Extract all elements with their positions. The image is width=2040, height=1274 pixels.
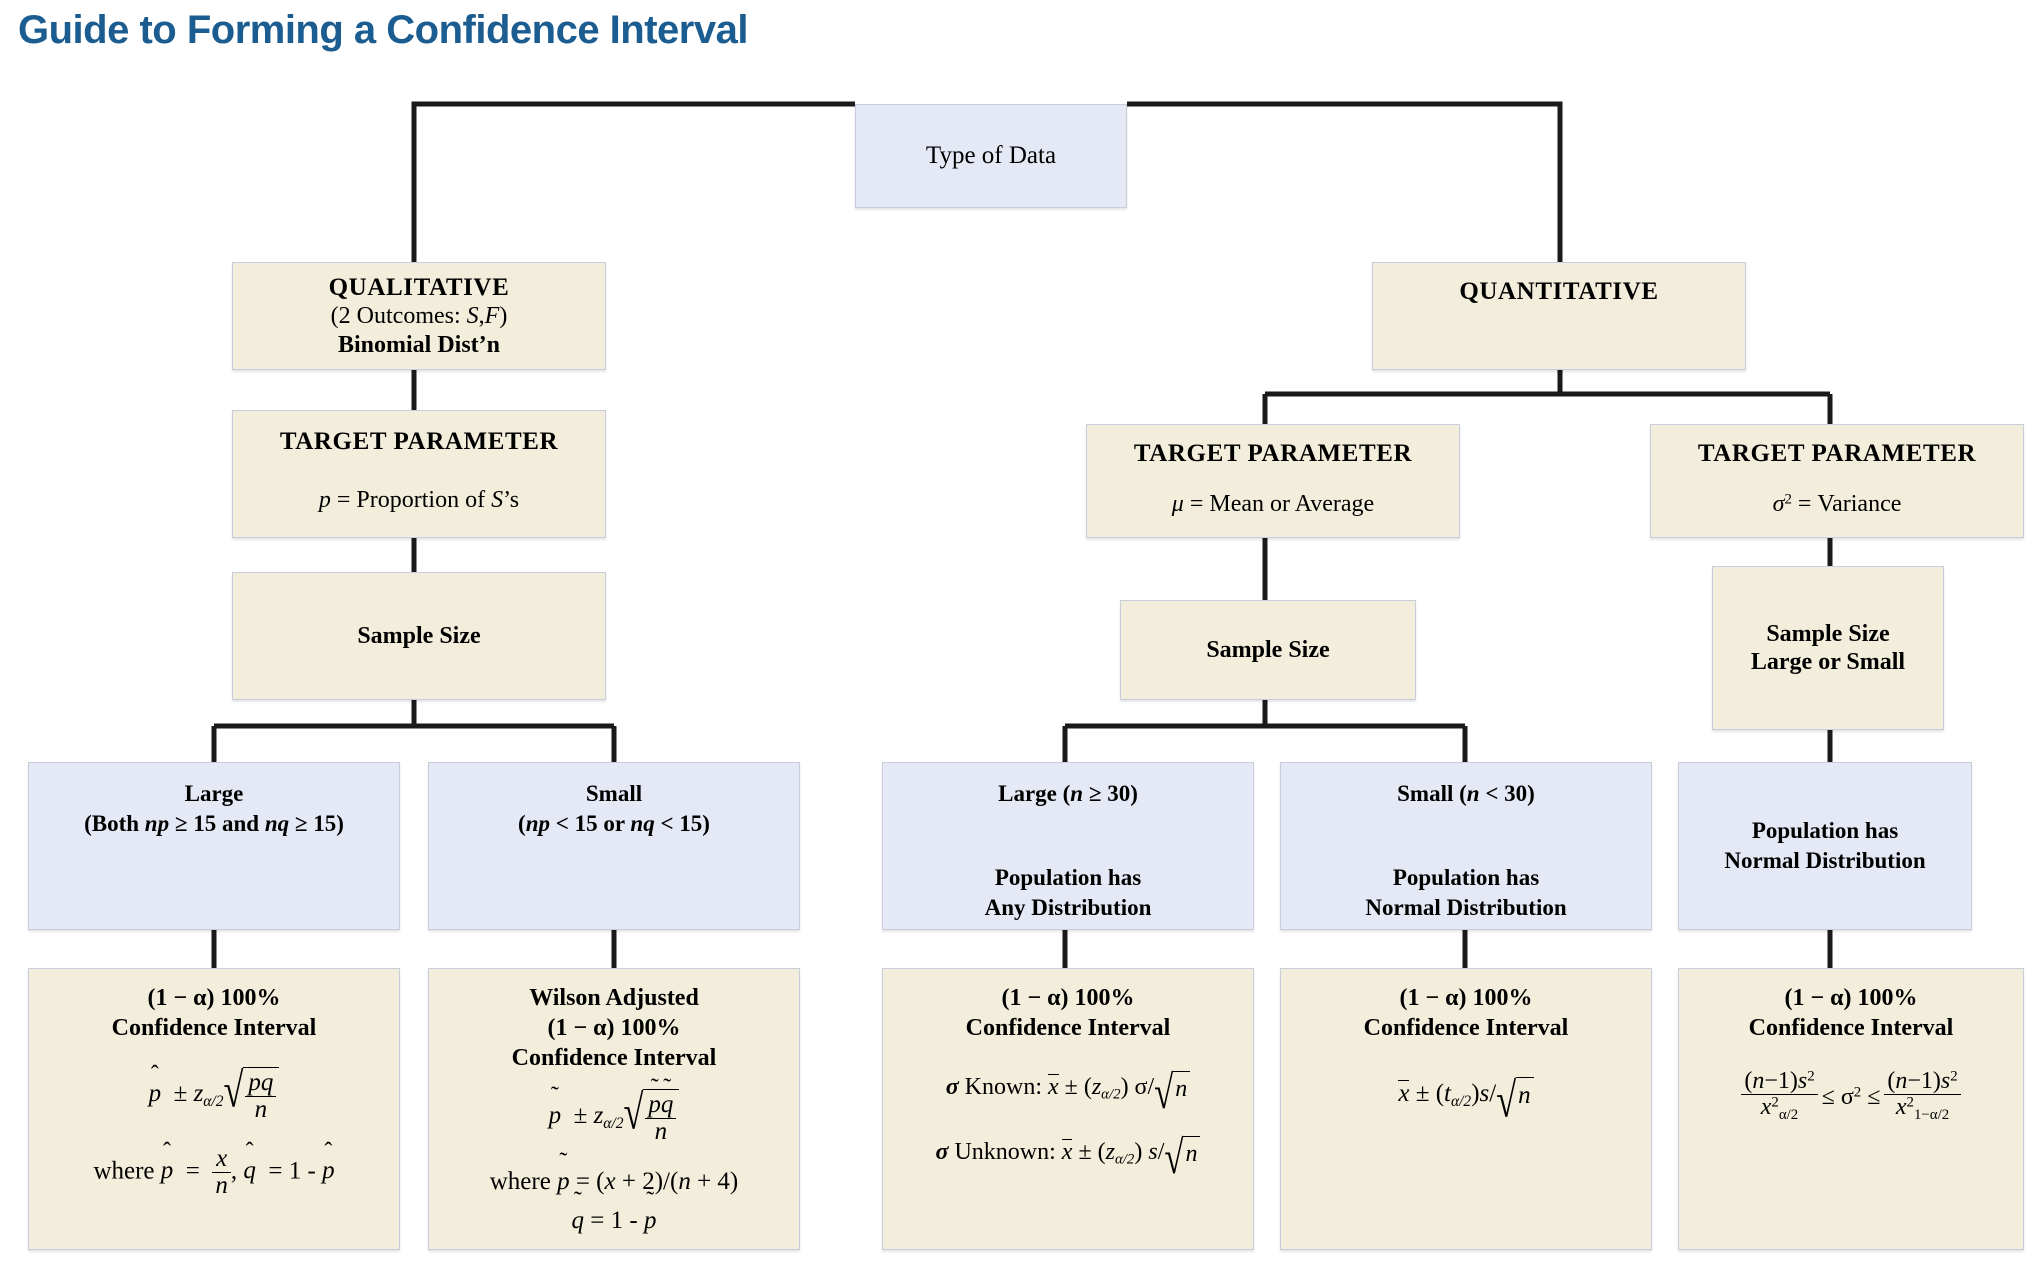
node-type-of-data-label: Type of Data xyxy=(925,142,1057,169)
small-mean-line1: Small (n < 30) xyxy=(1397,781,1535,806)
node-sample-size-variance[interactable]: Sample Size Large or Small xyxy=(1712,566,1944,730)
node-quantitative[interactable]: QUANTITATIVE xyxy=(1372,262,1746,370)
node-ci-mean-small[interactable]: (1 − α) 100% Confidence Interval x ± (tα… xyxy=(1280,968,1652,1250)
node-large-proportion[interactable]: Large (Both np ≥ 15 and nq ≥ 15) xyxy=(28,762,400,930)
ci-proportion-large-where: where p̂ = xn, q̂ = 1 - p̂ xyxy=(93,1144,335,1199)
node-quantitative-label: QUANTITATIVE xyxy=(1459,278,1659,305)
node-normal-population-variance[interactable]: Population has Normal Distribution xyxy=(1678,762,1972,930)
ci-heading-line2: Confidence Interval xyxy=(511,1045,717,1071)
small-mean-line3: Normal Distribution xyxy=(1365,894,1567,920)
large-proportion-line1: Large xyxy=(184,781,244,806)
sample-size-variance-line2: Large or Small xyxy=(1750,649,1906,675)
large-mean-line3: Any Distribution xyxy=(984,894,1152,920)
ci-heading-line2: Confidence Interval xyxy=(1363,1015,1569,1041)
node-ci-mean-large[interactable]: (1 − α) 100% Confidence Interval σ Known… xyxy=(882,968,1254,1250)
node-qualitative[interactable]: QUALITATIVE (2 Outcomes: S,F) Binomial D… xyxy=(232,262,606,370)
ci-proportion-large-formula: p̂ ± zα/2√pqn xyxy=(29,1066,399,1124)
wilson-heading: Wilson Adjusted xyxy=(529,985,699,1011)
node-target-parameter-proportion[interactable]: TARGET PARAMETER p = Proportion of S’s xyxy=(232,410,606,538)
large-mean-line1: Large (n ≥ 30) xyxy=(998,781,1138,806)
target-parameter-proportion-value: p = Proportion of S’s xyxy=(318,487,520,514)
ci-heading-line2: Confidence Interval xyxy=(965,1015,1171,1041)
ci-proportion-small-where1: where p˜ = (x + 2)/(n + 4) xyxy=(489,1148,739,1195)
node-ci-proportion-small-wilson[interactable]: Wilson Adjusted (1 − α) 100% Confidence … xyxy=(428,968,800,1250)
node-ci-proportion-large[interactable]: (1 − α) 100% Confidence Interval p̂ ± zα… xyxy=(28,968,400,1250)
ci-heading-line1: (1 − α) 100% xyxy=(147,985,281,1011)
ci-heading-line2: Confidence Interval xyxy=(1748,1015,1954,1041)
small-mean-line2: Population has xyxy=(1392,864,1540,890)
ci-proportion-small-where2: q˜ = 1 - p˜ xyxy=(571,1188,657,1234)
target-parameter-mean-value: μ = Mean or Average xyxy=(1171,491,1375,518)
ci-heading-line1: (1 − α) 100% xyxy=(547,1015,681,1041)
target-parameter-heading: TARGET PARAMETER xyxy=(1697,440,1977,467)
sample-size-label: Sample Size xyxy=(357,622,481,649)
ci-mean-sigma-unknown: σ Unknown: x ± (zα/2) s/√n xyxy=(883,1134,1253,1180)
large-mean-line2: Population has xyxy=(994,864,1142,890)
node-target-parameter-mean[interactable]: TARGET PARAMETER μ = Mean or Average xyxy=(1086,424,1460,538)
node-qualitative-line2: (2 Outcomes: S,F) xyxy=(330,303,508,330)
ci-heading-line1: (1 − α) 100% xyxy=(1784,985,1918,1011)
target-parameter-heading: TARGET PARAMETER xyxy=(1133,440,1413,467)
ci-mean-small-formula: x ± (tα/2)s/√n xyxy=(1281,1076,1651,1125)
ci-heading-line1: (1 − α) 100% xyxy=(1001,985,1135,1011)
node-large-mean[interactable]: Large (n ≥ 30) Population has Any Distri… xyxy=(882,762,1254,930)
normal-var-line2: Normal Distribution xyxy=(1724,848,1926,873)
node-ci-variance[interactable]: (1 − α) 100% Confidence Interval (n−1)s2… xyxy=(1678,968,2024,1250)
sample-size-label: Sample Size xyxy=(1206,636,1330,663)
node-target-parameter-variance[interactable]: TARGET PARAMETER σ2 = Variance xyxy=(1650,424,2024,538)
ci-heading-line1: (1 − α) 100% xyxy=(1399,985,1533,1011)
small-proportion-line2: (np < 15 or nq < 15) xyxy=(518,810,710,836)
node-sample-size-qualitative[interactable]: Sample Size xyxy=(232,572,606,700)
ci-proportion-small-formula: p˜ ± zα/2√p˜q˜n xyxy=(429,1077,799,1146)
ci-mean-sigma-known: σ Known: x ± (zα/2) σ/√n xyxy=(883,1069,1253,1116)
node-small-mean[interactable]: Small (n < 30) Population has Normal Dis… xyxy=(1280,762,1652,930)
node-qualitative-line1: QUALITATIVE xyxy=(328,273,510,301)
large-proportion-line2: (Both np ≥ 15 and nq ≥ 15) xyxy=(84,810,344,836)
sample-size-variance-line1: Sample Size xyxy=(1766,620,1890,647)
node-qualitative-line3: Binomial Dist’n xyxy=(337,331,501,358)
small-proportion-line1: Small xyxy=(585,781,643,806)
node-sample-size-mean[interactable]: Sample Size xyxy=(1120,600,1416,700)
node-small-proportion[interactable]: Small (np < 15 or nq < 15) xyxy=(428,762,800,930)
target-parameter-variance-value: σ2 = Variance xyxy=(1772,491,1902,518)
node-type-of-data[interactable]: Type of Data xyxy=(855,104,1127,208)
page-title: Guide to Forming a Confidence Interval xyxy=(18,8,748,52)
ci-heading-line2: Confidence Interval xyxy=(111,1015,317,1041)
normal-var-line1: Population has xyxy=(1751,818,1899,844)
target-parameter-heading: TARGET PARAMETER xyxy=(279,428,559,455)
